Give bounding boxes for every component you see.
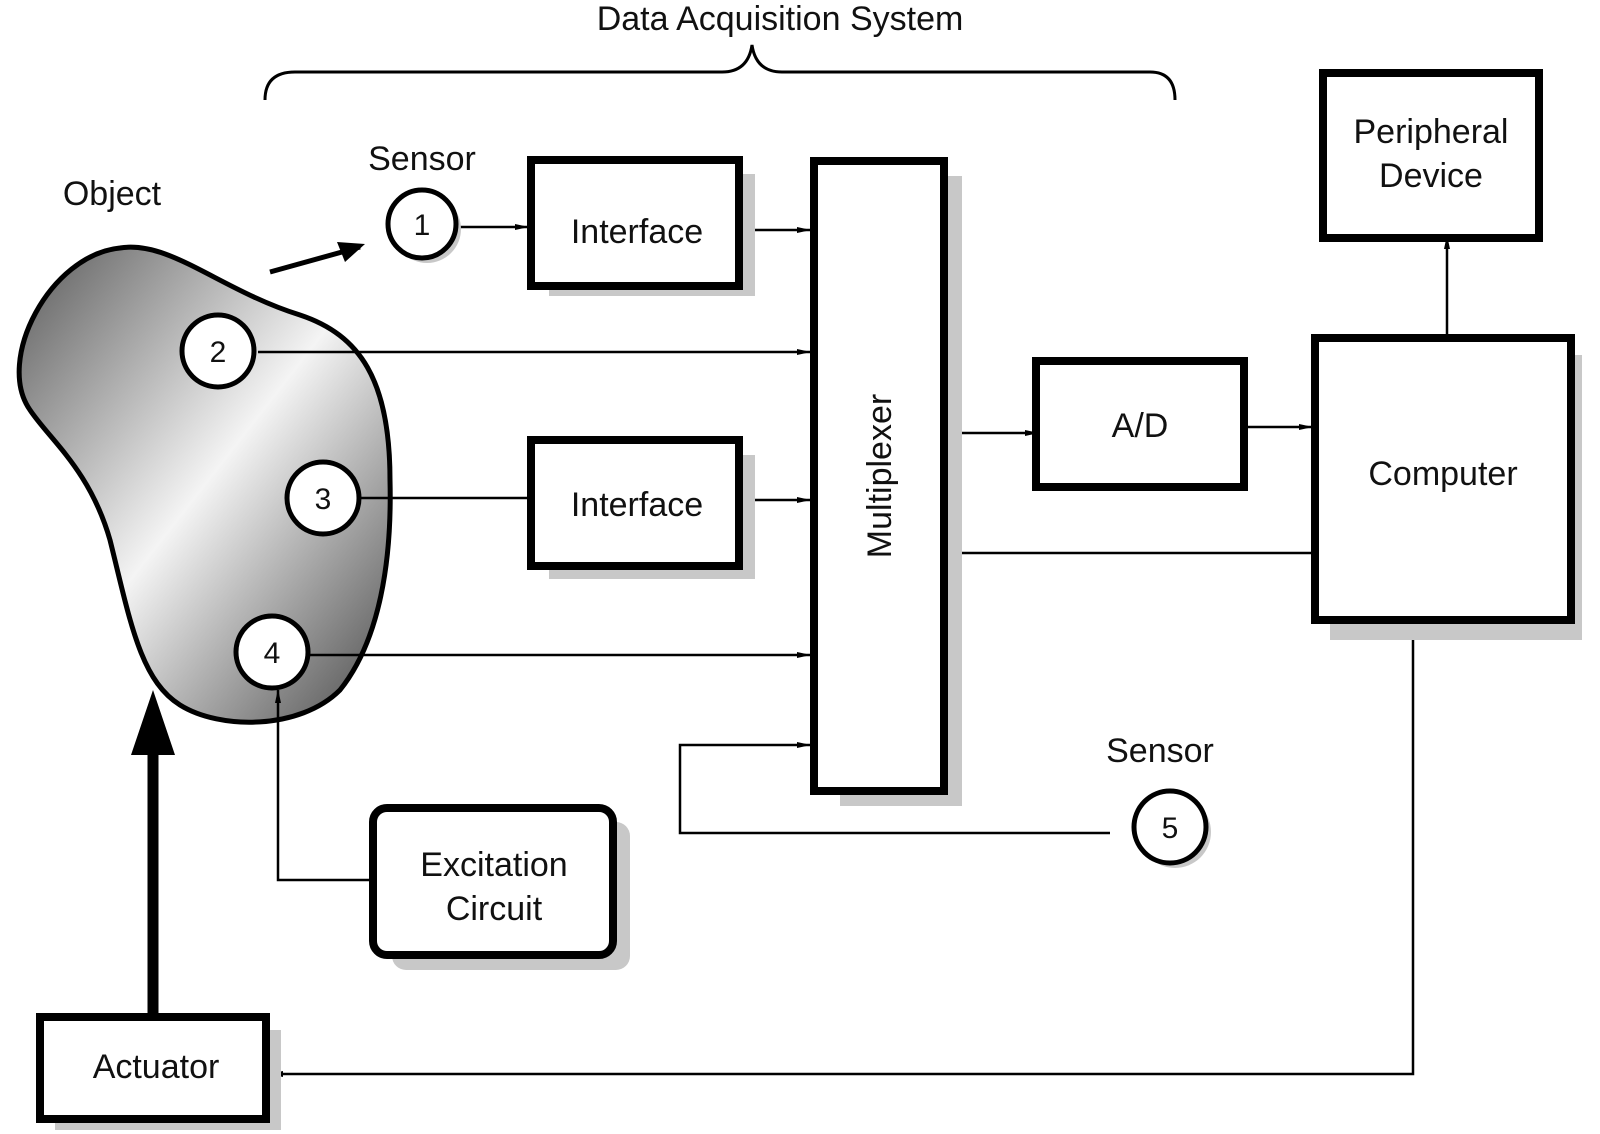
computer-block: Computer (1311, 334, 1582, 640)
svg-text:5: 5 (1162, 812, 1179, 845)
system-brace (263, 44, 1177, 101)
object: Object (16, 175, 393, 725)
svg-text:Interface: Interface (571, 213, 703, 251)
svg-text:Computer: Computer (1368, 455, 1517, 493)
svg-text:1: 1 (414, 209, 431, 242)
interface-block-2: Interface (527, 436, 755, 579)
sensor-4: 4 (233, 613, 311, 691)
wires (258, 224, 1450, 1077)
actuator-arrowhead-icon (131, 690, 175, 755)
sensor-5: Sensor 5 (1106, 732, 1214, 868)
sensor-label-top: Sensor (368, 140, 476, 178)
wire-computer-actuator (269, 620, 1415, 1077)
excitation-circuit-block: Excitation Circuit (369, 804, 630, 970)
svg-text:Actuator: Actuator (93, 1048, 220, 1086)
svg-text:A/D: A/D (1112, 407, 1169, 445)
object-label: Object (63, 175, 162, 213)
ad-converter-block: A/D (1032, 357, 1248, 491)
svg-text:Peripheral: Peripheral (1354, 113, 1509, 151)
actuator-block: Actuator (36, 1013, 281, 1130)
svg-text:Circuit: Circuit (446, 890, 543, 928)
wire-s5-mux (678, 742, 1110, 835)
peripheral-device-block: Peripheral Device (1319, 69, 1543, 242)
svg-text:2: 2 (210, 336, 227, 369)
object-shape (16, 244, 393, 725)
svg-text:4: 4 (264, 637, 281, 670)
interface-block-1: Interface (527, 156, 755, 296)
arrowhead-icon (337, 242, 365, 262)
sensor-2: 2 (179, 312, 257, 390)
svg-text:Device: Device (1379, 157, 1483, 195)
svg-text:Excitation: Excitation (420, 846, 567, 884)
multiplexer-block: Multiplexer (810, 157, 962, 806)
svg-text:3: 3 (315, 483, 332, 516)
svg-text:Multiplexer: Multiplexer (861, 394, 899, 558)
svg-text:Interface: Interface (571, 486, 703, 524)
sensor-3: 3 (284, 459, 362, 537)
wire-excitation-s4 (275, 689, 370, 882)
system-title: Data Acquisition System (597, 0, 964, 38)
sensor-label-bottom: Sensor (1106, 732, 1214, 770)
sensor-1: 1 (385, 187, 461, 263)
